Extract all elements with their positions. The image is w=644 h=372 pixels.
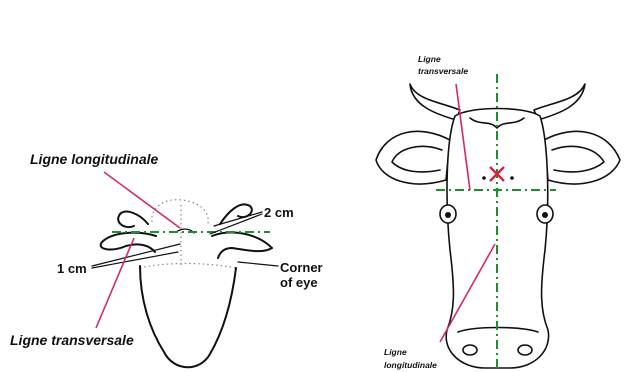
2cm-leader-line-a — [214, 212, 262, 226]
right-diagram: Ligne transversale Ligne longitudinale — [376, 54, 620, 370]
longitudinal-pointer-left — [104, 172, 180, 228]
cow-left-horn — [410, 84, 460, 120]
cow-right-nostril — [518, 345, 532, 355]
right-horn-curl — [220, 204, 252, 224]
cow-left-pupil — [445, 212, 451, 218]
label-corner-of-eye-line1: Corner — [280, 260, 323, 275]
eye-level-dotted-line — [140, 264, 236, 269]
right-ear-outline — [212, 232, 272, 258]
cow-right-pupil — [542, 212, 548, 218]
label-corner-of-eye-line2: of eye — [280, 275, 318, 290]
label-transversal-right-line1: Ligne — [418, 54, 441, 64]
label-transversal-left: Ligne transversale — [10, 332, 134, 348]
left-horn-curl — [118, 212, 148, 227]
reference-dot-left — [482, 176, 486, 180]
cow-right-ear — [544, 131, 620, 184]
label-longitudinal-right-line2: longitudinale — [384, 360, 437, 370]
left-diagram: Ligne longitudinale Ligne transversale 2… — [10, 151, 323, 367]
label-2cm: 2 cm — [264, 205, 294, 220]
label-1cm: 1 cm — [57, 261, 87, 276]
cow-left-ear — [376, 131, 450, 184]
label-longitudinal-right-line1: Ligne — [384, 347, 407, 357]
label-transversal-right-line2: transversale — [418, 66, 468, 76]
cow-left-nostril — [463, 345, 477, 355]
corner-of-eye-leader-line — [238, 262, 278, 266]
2cm-leader-line-b — [210, 214, 262, 234]
left-head-outline — [140, 266, 236, 367]
transversal-pointer-left — [96, 238, 134, 328]
poll-dotted-outline — [152, 200, 208, 224]
1cm-leader-line-a — [92, 244, 180, 266]
cow-right-horn — [534, 84, 585, 120]
label-longitudinal-left: Ligne longitudinale — [30, 151, 159, 167]
reference-dot-right — [510, 176, 514, 180]
left-ear-outline — [101, 233, 156, 252]
1cm-leader-line-b — [92, 252, 178, 268]
